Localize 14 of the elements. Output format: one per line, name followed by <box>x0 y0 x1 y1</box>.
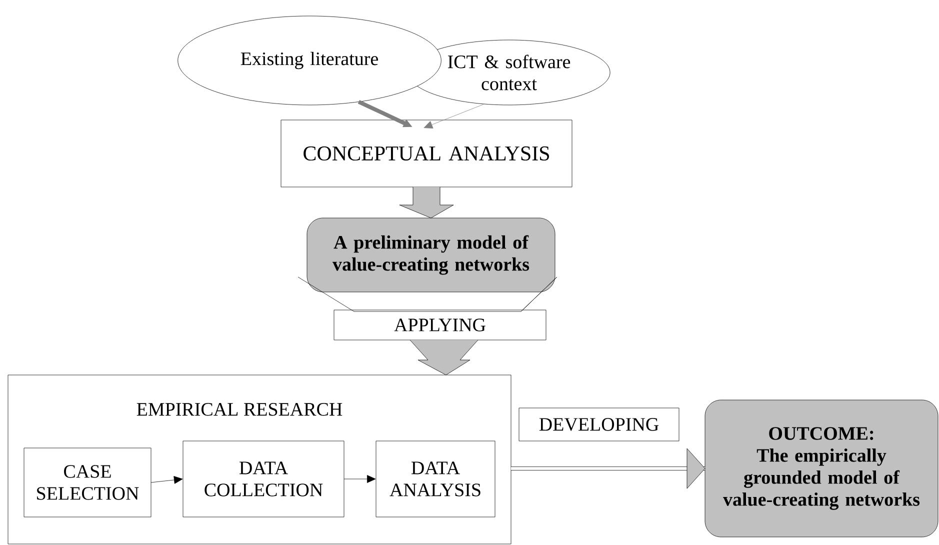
arrow <box>344 475 376 483</box>
arrow <box>410 340 478 376</box>
process-box: DEVELOPING <box>518 408 680 442</box>
arrow <box>511 448 706 489</box>
rounded-box: A preliminary model of value-creating networks <box>306 218 556 292</box>
process-box: CASE SELECTION <box>24 448 152 518</box>
rounded-box: OUTCOME: The empirically grounded model of value-creating networks <box>704 400 938 538</box>
arrow <box>424 104 485 128</box>
process-box: APPLYING <box>334 310 546 340</box>
process-box: DATA COLLECTION <box>182 440 344 518</box>
process-box: DATA ANALYSIS <box>376 440 496 518</box>
arrow <box>150 476 183 484</box>
arrow <box>399 186 454 218</box>
process-box: CONCEPTUAL ANALYSIS <box>280 120 572 188</box>
